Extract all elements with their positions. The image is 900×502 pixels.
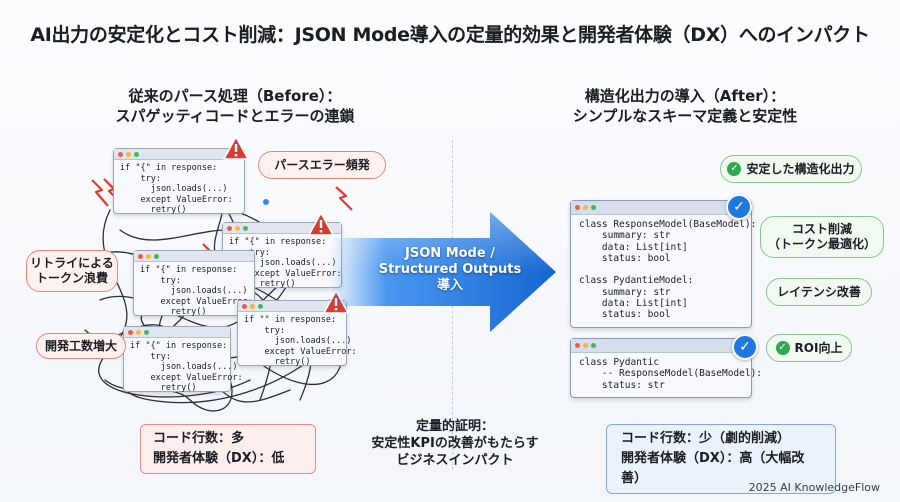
window-titlebar [124, 327, 230, 338]
window-titlebar [223, 223, 341, 234]
bubble-retry-waste: リトライによる トークン浪費 [26, 250, 118, 292]
before-summary-line1: コード行数：多 [153, 431, 245, 446]
before-summary-line2: 開発者体験（DX）：低 [153, 451, 285, 466]
badge-latency: レイテンシ改善 [766, 278, 872, 306]
arrow-label: JSON Mode / Structured Outputs 導入 [370, 246, 530, 294]
window-titlebar [114, 149, 244, 160]
center-caption-line3: ビジネスインパクト [396, 453, 514, 468]
before-heading-line1: 従来のパース処理（Before）： [128, 87, 342, 105]
warning-icon [223, 136, 249, 160]
after-heading: 構造化出力の導入（After）： シンプルなスキーマ定義と安定性 [540, 86, 830, 126]
arrow-label-line3: 導入 [436, 278, 463, 293]
before-code-window-3: if "{" in response: try: json.loads(...)… [133, 250, 255, 317]
after-code-window-1: class ResponseModel(BaseModel): summary:… [570, 200, 757, 328]
check-circle-icon: ✓ [775, 341, 790, 355]
warning-icon [308, 212, 334, 236]
badge-cost-reduction: コスト削減 （トークン最適化） [760, 216, 884, 258]
before-code-window-5: if "{" in response: try: json.loads(...)… [123, 326, 243, 393]
code-snippet: class Pydantic -- ResponseModel(BaseMode… [579, 357, 763, 391]
bubble-parse-error: パースエラー頻発 [258, 151, 386, 179]
bubble-retry-line2: トークン浪費 [35, 271, 108, 285]
window-titlebar [571, 201, 751, 215]
code-snippet: if "{" in response: try: json.loads(...)… [130, 341, 243, 393]
code-snippet: if "{" in response: try: json.loads(...)… [229, 237, 342, 289]
center-caption-line1: 定量的証明： [415, 419, 494, 434]
footer-credit: 2025 AI KnowledgeFlow [748, 481, 880, 494]
badge-cost-line2: （トークン最適化） [767, 237, 876, 251]
center-caption: 定量的証明： 安定性KPIの改善がもたらす ビジネスインパクト [340, 418, 570, 469]
badge-stable-output: ✓ 安定した構造化出力 [720, 155, 862, 183]
after-code-window-2: class Pydantic -- ResponseModel(BaseMode… [570, 338, 763, 398]
code-snippet: if "{" in response: try: json.loads(...)… [140, 265, 253, 317]
arrow-label-line1: JSON Mode / [405, 246, 495, 261]
bubble-retry-line1: リトライによる [30, 256, 114, 270]
after-summary-line1: コード行数：少（劇的削減） [621, 431, 791, 446]
badge-roi-label: ROI向上 [794, 340, 843, 355]
center-caption-line2: 安定性KPIの改善がもたらす [371, 436, 539, 451]
checkmark-icon: ✓ [726, 194, 752, 220]
badge-cost-line1: コスト削減 [791, 222, 852, 236]
before-heading: 従来のパース処理（Before）： スパゲッティコードとエラーの連鎖 [90, 86, 380, 126]
before-summary-box: コード行数：多 開発者体験（DX）：低 [140, 424, 316, 474]
window-titlebar [571, 339, 751, 353]
badge-stable-label: 安定した構造化出力 [746, 161, 855, 176]
before-code-window-1: if "{" in response: try: json.loads(...)… [113, 148, 245, 215]
transition-arrow-icon [330, 212, 556, 332]
after-summary-box: コード行数：少（劇的削減） 開発者体験（DX）：高（大幅改善） [606, 424, 836, 494]
window-titlebar [238, 301, 346, 312]
bubble-effort-increase: 開発工数増大 [36, 333, 126, 359]
check-circle-icon: ✓ [727, 162, 742, 176]
after-summary-line2: 開発者体験（DX）：高（大幅改善） [621, 451, 805, 486]
error-spark-icon [335, 186, 353, 211]
page-title: AI出力の安定化とコスト削減：JSON Mode導入の定量的効果と開発者体験（D… [30, 24, 870, 46]
code-snippet: class ResponseModel(BaseModel): summary:… [579, 219, 757, 321]
badge-roi: ✓ ROI向上 [766, 334, 852, 362]
code-snippet: if "" in response: try: json.loads(...) … [244, 315, 357, 367]
after-heading-line2: シンプルなスキーマ定義と安定性 [572, 107, 798, 125]
window-titlebar [134, 251, 254, 262]
code-snippet: if "{" in response: try: json.loads(...)… [120, 163, 233, 215]
checkmark-icon: ✓ [732, 334, 758, 360]
after-heading-line1: 構造化出力の導入（After）： [584, 87, 786, 105]
arrow-label-line2: Structured Outputs [378, 262, 522, 277]
before-heading-line2: スパゲッティコードとエラーの連鎖 [115, 107, 355, 125]
